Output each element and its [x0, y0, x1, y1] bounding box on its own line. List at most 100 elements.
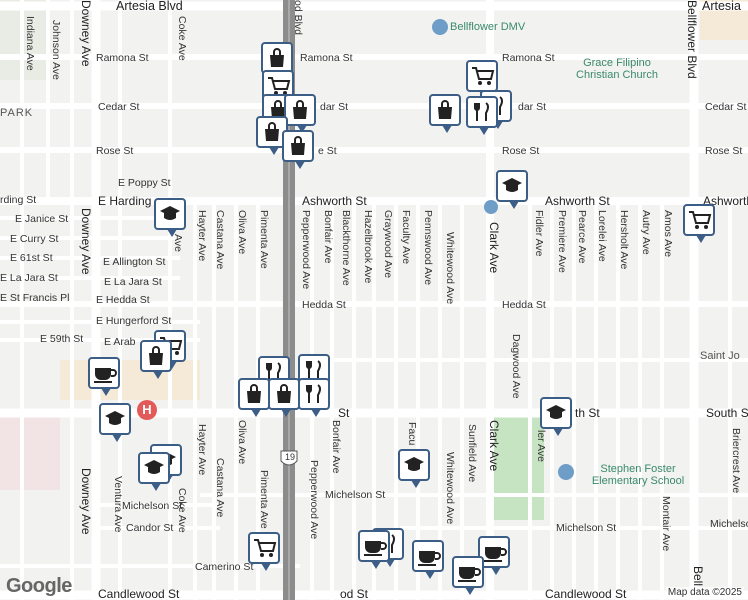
- poi-label[interactable]: Stephen Foster Elementary School: [591, 463, 685, 487]
- street-label: od St: [340, 587, 369, 600]
- shopping-bag-pin-icon[interactable]: [284, 94, 316, 133]
- map-attribution[interactable]: Map data ©2025: [665, 587, 744, 598]
- street-label: Michelson St: [556, 522, 617, 534]
- street-label: Facu: [406, 422, 418, 446]
- street-label: Whitewood Ave: [444, 452, 456, 525]
- education-poi-icon[interactable]: [484, 200, 498, 214]
- route-shield-icon: [280, 450, 298, 466]
- street-label: Briercrest Ave: [730, 428, 742, 494]
- street-label: E St Francis Pl: [0, 292, 70, 304]
- street-label: E Allington St: [103, 256, 166, 268]
- area-label: PARK: [0, 107, 34, 119]
- street-label: E Hedda St: [96, 294, 150, 306]
- poi-label[interactable]: Grace Filipino Christian Church: [576, 57, 658, 81]
- street-label: Sunfield Ave: [466, 424, 478, 483]
- route-number: 19: [284, 452, 295, 462]
- street-label: Clark Ave: [487, 420, 501, 472]
- street-label: Hayter Ave: [196, 210, 208, 262]
- street-label: Ashworth St: [545, 194, 610, 208]
- poi-label[interactable]: Bellflower DMV: [450, 21, 526, 33]
- school-pin-icon[interactable]: [154, 198, 186, 237]
- street-label: Pepperwood Ave: [308, 460, 320, 540]
- street-label: Ashworth: [703, 194, 748, 208]
- street-label: E Harding: [98, 194, 152, 208]
- street-label: Hedda St: [502, 299, 546, 311]
- street-label: Lorelei Ave: [596, 210, 608, 262]
- street-label: Indiana Ave: [24, 16, 36, 71]
- street-label: Rose St: [705, 145, 743, 157]
- street-label: E 59th St: [40, 333, 84, 345]
- street-label: Candlewood St: [545, 587, 627, 600]
- school-pin-icon[interactable]: [496, 170, 528, 209]
- street-label: Ramona St: [300, 52, 353, 64]
- street-label: Dagwood Ave: [510, 334, 522, 399]
- street-label: Downey Ave: [79, 208, 93, 275]
- street-label: Michelson St: [122, 500, 183, 512]
- street-label: Premiere Ave: [556, 210, 568, 273]
- park-area: [492, 410, 544, 520]
- shopping-bag-pin-icon[interactable]: [282, 130, 314, 169]
- street-label: Faculty Ave: [400, 210, 412, 265]
- street-label: Artesia Blvd: [116, 0, 183, 13]
- street-label: Bellflower Blvd: [685, 0, 699, 79]
- street-label: Rose St: [502, 145, 540, 157]
- street-label: th St: [575, 406, 600, 420]
- school-pin-icon[interactable]: [138, 452, 170, 491]
- government-poi-icon[interactable]: [432, 19, 448, 35]
- street-label: Pimenta Ave: [258, 470, 270, 529]
- street-label: Cedar St: [98, 101, 140, 113]
- street-label: E Arab: [104, 336, 136, 348]
- shopping-bag-pin-icon[interactable]: [140, 340, 172, 379]
- street-label: Hersholt Ave: [618, 210, 630, 270]
- street-label: Coke Ave: [176, 16, 188, 61]
- street-label: Coke Ave: [176, 488, 188, 533]
- poi-label[interactable]: Saint Jo: [700, 350, 740, 362]
- grocery-cart-pin-icon[interactable]: [683, 204, 715, 243]
- grocery-cart-pin-icon[interactable]: [466, 60, 498, 99]
- street-label: E Curry St: [10, 233, 59, 245]
- street-label: Downey Ave: [79, 468, 93, 535]
- street-label: Bonfair Ave: [330, 420, 342, 474]
- street-label: Oliva Ave: [236, 420, 248, 465]
- street-label: Candlewood St: [98, 587, 180, 600]
- street-label: Ramona St: [502, 52, 555, 64]
- school-pin-icon[interactable]: [540, 397, 572, 436]
- street-label: Pepperwood Ave: [300, 210, 312, 290]
- google-logo: Google: [6, 575, 72, 597]
- street-label: Pimenta Ave: [258, 210, 270, 269]
- hospital-icon[interactable]: H: [137, 400, 157, 420]
- grocery-cart-pin-icon[interactable]: [248, 532, 280, 571]
- street-label: e St: [318, 145, 337, 157]
- street-label: E La Jara St: [0, 272, 58, 284]
- street-label: od Blvd: [292, 0, 304, 36]
- shopping-bag-pin-icon[interactable]: [238, 378, 270, 417]
- street-label: dar St: [518, 101, 547, 113]
- street-label: South St: [706, 406, 748, 420]
- street-label: Candor St: [126, 522, 174, 534]
- school-poi-icon[interactable]: [558, 464, 574, 480]
- street-label: Bell: [691, 566, 705, 587]
- street-label: Michelso: [710, 518, 748, 530]
- restaurant-pin-icon[interactable]: [466, 96, 498, 135]
- street-label: Castana Ave: [214, 210, 226, 270]
- street-label: Autry Ave: [640, 210, 652, 255]
- street-label: Graywood Ave: [382, 210, 394, 279]
- school-pin-icon[interactable]: [99, 403, 131, 442]
- street-label: Michelson St: [325, 489, 386, 501]
- street-label: Clark Ave: [487, 222, 501, 274]
- cafe-pin-icon[interactable]: [358, 530, 390, 569]
- street-label: Blackthorne Ave: [340, 210, 352, 286]
- shopping-bag-pin-icon[interactable]: [268, 378, 300, 417]
- cafe-pin-icon[interactable]: [452, 556, 484, 595]
- shopping-bag-pin-icon[interactable]: [429, 94, 461, 133]
- street-label: Artesia: [702, 0, 741, 13]
- street-label: E La Jara St: [104, 276, 162, 288]
- street-label: Rose St: [96, 145, 134, 157]
- street-label: rding St: [0, 194, 37, 206]
- street-label: Cedar St: [705, 101, 747, 113]
- restaurant-pin-icon[interactable]: [298, 378, 330, 417]
- cafe-pin-icon[interactable]: [88, 357, 120, 396]
- school-pin-icon[interactable]: [398, 449, 430, 488]
- cafe-pin-icon[interactable]: [412, 540, 444, 579]
